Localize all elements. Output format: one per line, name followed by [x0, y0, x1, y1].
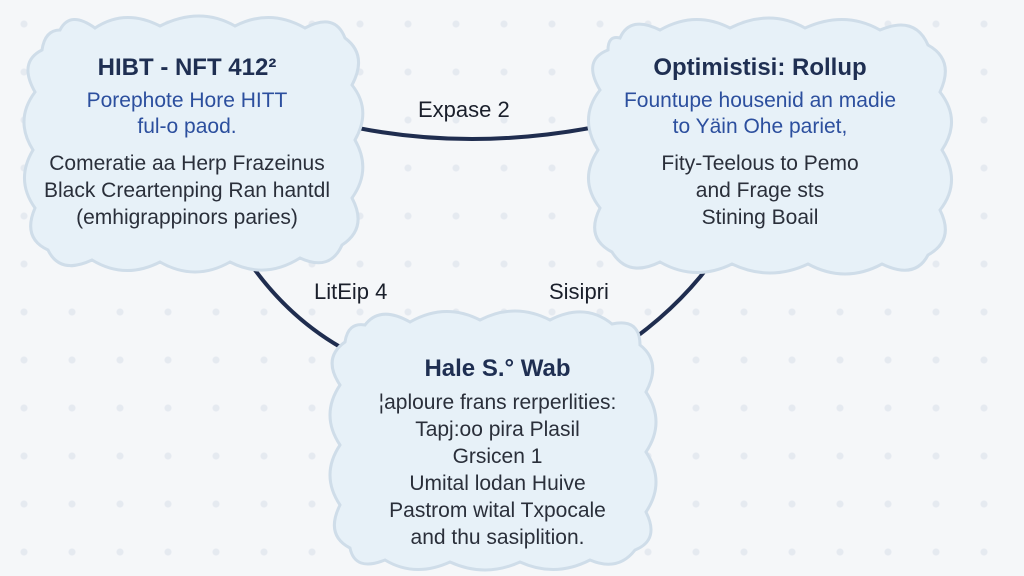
edge-label-left: LitEip 4 [314, 279, 388, 304]
node-left-shape [22, 14, 365, 274]
node-right-line-1: Fity-Teelous to Pemo [661, 152, 859, 175]
node-right-title: Optimistisi: Rollup [653, 54, 867, 81]
node-bottom-line-2: Tapj:oo pira Plasil [415, 418, 580, 441]
node-bottom: Hale S.° Wab ¦aploure frans rerperlities… [345, 355, 650, 551]
node-bottom-line-1: ¦aploure frans rerperlities: [378, 391, 617, 414]
node-left-line-1: Comeratie aa Herp Frazeinus [49, 152, 325, 175]
node-right-shape [587, 16, 953, 276]
node-right-blue-line-1: Fountupe housenid an madie [623, 89, 897, 112]
node-bottom-title: Hale S.° Wab [424, 355, 571, 382]
edge-label-top: Expase 2 [418, 97, 510, 122]
node-left: HIBT - NFT 412² Porephote Hore HITT ful-… [22, 54, 352, 231]
node-right-line-2: and Frage sts [695, 179, 825, 202]
node-bottom-line-4: Umital lodan Huive [409, 472, 586, 495]
node-right-blue-line-2: to Yäin Ohe pariet, [672, 115, 848, 138]
node-left-blue-line-2: ful-o paod. [137, 115, 237, 138]
node-bottom-line-5: Pastrom wital Txpocale [389, 499, 606, 522]
node-left-title: HIBT - NFT 412² [97, 54, 277, 81]
node-bottom-line-6: and thu sasiplition. [410, 526, 585, 549]
connector-top [356, 126, 592, 141]
node-bottom-shape [328, 309, 658, 572]
node-bottom-line-3: Grsicen 1 [452, 445, 543, 468]
node-right: Optimistisi: Rollup Fountupe housenid an… [590, 54, 930, 231]
edge-label-right: Sisipri [549, 279, 609, 304]
node-left-line-2: Black Creartenping Ran hantdl [43, 179, 330, 202]
node-left-line-3: (emhigrappinors paries) [76, 206, 298, 229]
node-right-line-3: Stining Boail [701, 206, 819, 229]
node-left-blue-line-1: Porephote Hore HITT [86, 89, 288, 112]
